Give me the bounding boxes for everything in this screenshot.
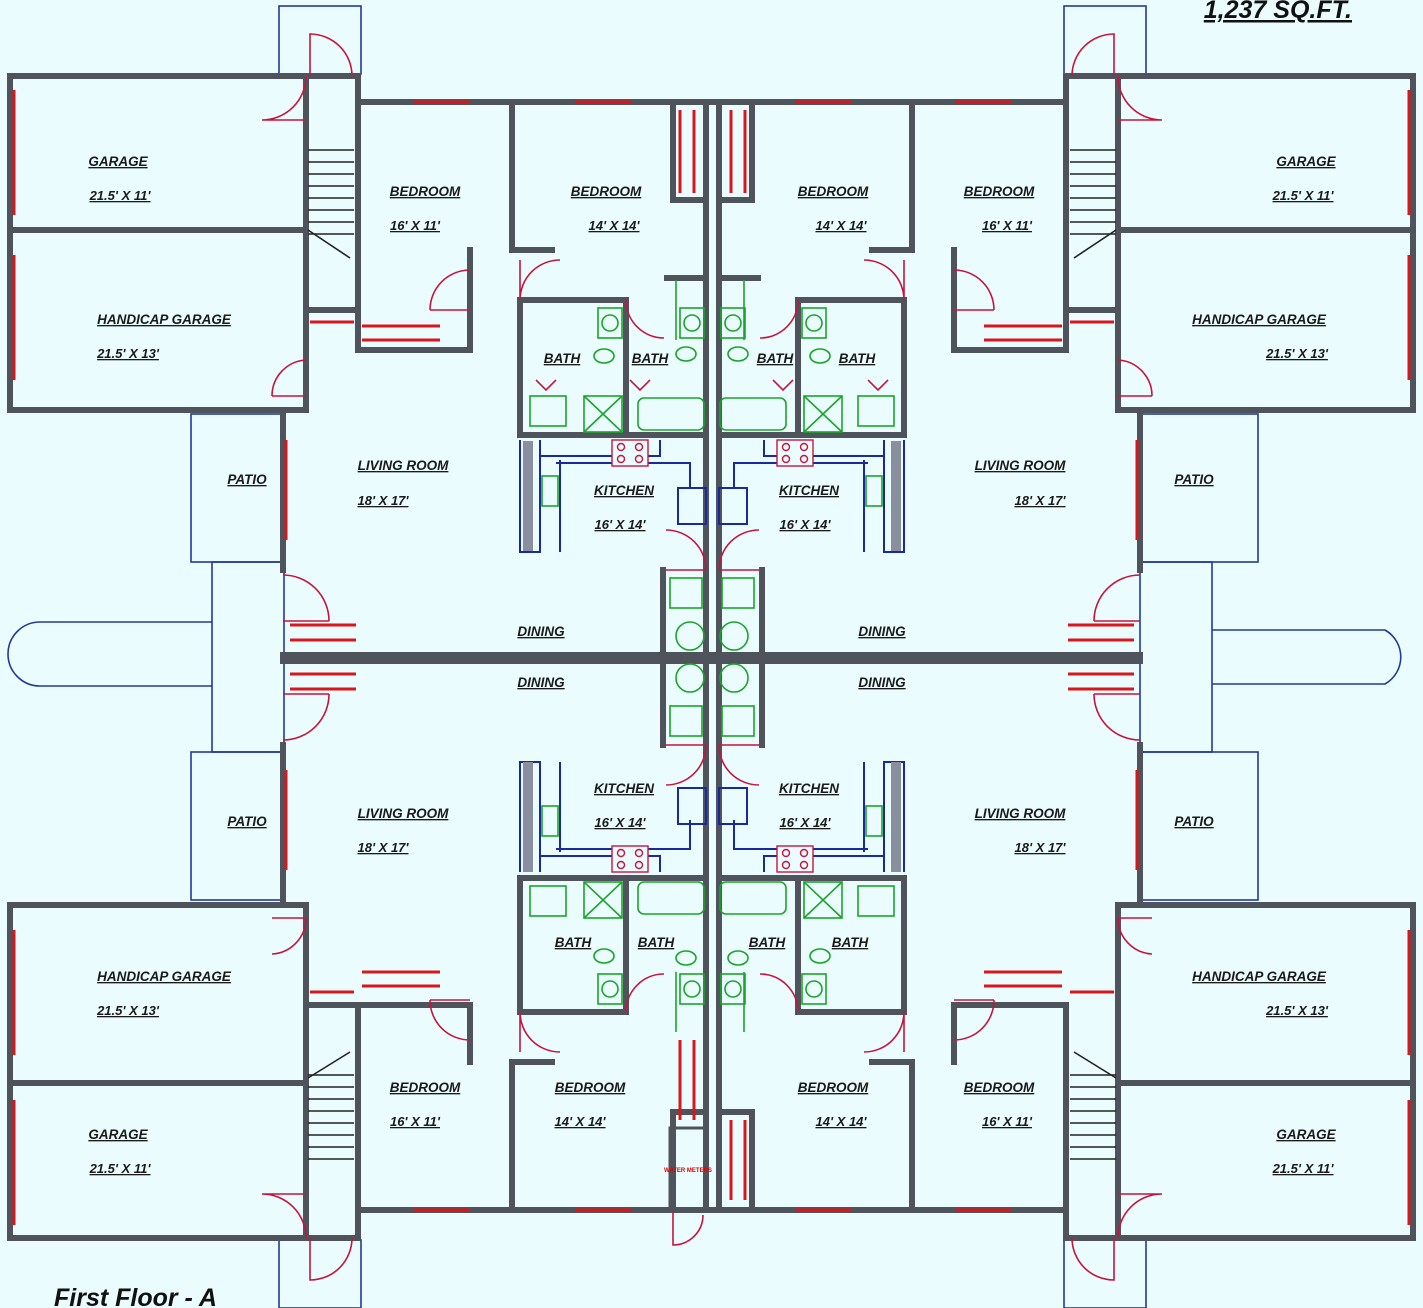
living-room-dimension: 18' X 17' <box>1015 840 1067 855</box>
stairs <box>307 149 1117 1160</box>
bedroom-label: BEDROOM <box>798 184 869 199</box>
bedroom-dimension: 16' X 11' <box>982 1114 1033 1129</box>
kitchen-label: KITCHEN <box>779 483 839 498</box>
kitchen-dimension: 16' X 14' <box>780 517 832 532</box>
bath-fixtures <box>529 280 895 1032</box>
bedroom-label: BEDROOM <box>964 1080 1035 1095</box>
bedroom-label: BEDROOM <box>571 184 642 199</box>
bath-label: BATH <box>832 935 869 950</box>
ranges <box>611 439 814 873</box>
stair-top-right <box>1070 149 1117 259</box>
garage-label: GARAGE <box>88 154 148 169</box>
garage-label: GARAGE <box>1276 154 1336 169</box>
bedroom-label: BEDROOM <box>390 1080 461 1095</box>
living-room-label: LIVING ROOM <box>975 806 1067 821</box>
bedroom-dimension: 16' X 11' <box>982 218 1033 233</box>
room-labels: GARAGE 21.5' X 11' HANDICAP GARAGE 21.5' X … <box>88 154 1336 1176</box>
bedroom-label: BEDROOM <box>555 1080 626 1095</box>
patio-label: PATIO <box>1174 814 1214 829</box>
dining-label: DINING <box>517 624 565 639</box>
bath-label: BATH <box>839 351 876 366</box>
bath-label: BATH <box>544 351 581 366</box>
handicap-garage-label: HANDICAP GARAGE <box>1192 312 1327 327</box>
dining-label: DINING <box>858 624 906 639</box>
total-area: 1,237 SQ.FT. <box>1204 0 1352 24</box>
windows <box>12 90 1411 1225</box>
kitchen-label: KITCHEN <box>594 483 654 498</box>
living-room-dimension: 18' X 17' <box>1015 493 1067 508</box>
water-meter-closet: WATER METERS <box>664 1126 712 1212</box>
handicap-garage-label: HANDICAP GARAGE <box>1192 969 1327 984</box>
bedroom-dimension: 14' X 14' <box>555 1114 607 1129</box>
patio-label: PATIO <box>1174 472 1214 487</box>
cabinet-hatches <box>523 441 901 872</box>
bedroom-dimension: 14' X 14' <box>816 218 868 233</box>
handicap-garage-label: HANDICAP GARAGE <box>97 312 232 327</box>
garage-dimension: 21.5' X 11' <box>89 188 152 203</box>
stair-top-left <box>307 149 354 259</box>
dining-label: DINING <box>858 675 906 690</box>
garage-label: GARAGE <box>88 1127 148 1142</box>
living-room-dimension: 18' X 17' <box>358 493 410 508</box>
garage-dimension: 21.5' X 11' <box>1272 188 1335 203</box>
dining-label: DINING <box>517 675 565 690</box>
bedroom-label: BEDROOM <box>798 1080 869 1095</box>
bedroom-dimension: 16' X 11' <box>390 218 441 233</box>
handicap-garage-dimension: 21.5' X 13' <box>1265 346 1329 361</box>
bath-label: BATH <box>749 935 786 950</box>
living-room-label: LIVING ROOM <box>358 458 450 473</box>
kitchen-dimension: 16' X 14' <box>780 815 832 830</box>
handicap-garage-dimension: 21.5' X 13' <box>96 346 160 361</box>
kitchen-label: KITCHEN <box>594 781 654 796</box>
patio-label: PATIO <box>227 472 267 487</box>
stair-bottom-right <box>1070 1051 1117 1160</box>
living-room-label: LIVING ROOM <box>975 458 1067 473</box>
garage-label: GARAGE <box>1276 1127 1336 1142</box>
kitchen-dimension: 16' X 14' <box>595 815 647 830</box>
bath-label: BATH <box>638 935 675 950</box>
garage-dimension: 21.5' X 11' <box>1272 1161 1335 1176</box>
stair-bottom-left <box>307 1051 354 1160</box>
doors <box>261 33 1163 1281</box>
bedroom-dimension: 14' X 14' <box>589 218 641 233</box>
handicap-garage-dimension: 21.5' X 13' <box>96 1003 160 1018</box>
water-meters-label: WATER METERS <box>664 1168 712 1174</box>
bedroom-label: BEDROOM <box>390 184 461 199</box>
kitchen-dimension: 16' X 14' <box>595 517 647 532</box>
bath-label: BATH <box>757 351 794 366</box>
living-room-dimension: 18' X 17' <box>358 840 410 855</box>
bedroom-dimension: 16' X 11' <box>390 1114 441 1129</box>
kitchen-label: KITCHEN <box>779 781 839 796</box>
garage-dimension: 21.5' X 11' <box>89 1161 152 1176</box>
walls <box>7 73 1416 1241</box>
bedroom-dimension: 14' X 14' <box>816 1114 868 1129</box>
living-room-label: LIVING ROOM <box>358 806 450 821</box>
bedroom-label: BEDROOM <box>964 184 1035 199</box>
handicap-garage-label: HANDICAP GARAGE <box>97 969 232 984</box>
bath-label: BATH <box>555 935 592 950</box>
handicap-garage-dimension: 21.5' X 13' <box>1265 1003 1329 1018</box>
patio-label: PATIO <box>227 814 267 829</box>
bath-label: BATH <box>632 351 669 366</box>
floor-title: First Floor - A <box>54 1284 217 1308</box>
